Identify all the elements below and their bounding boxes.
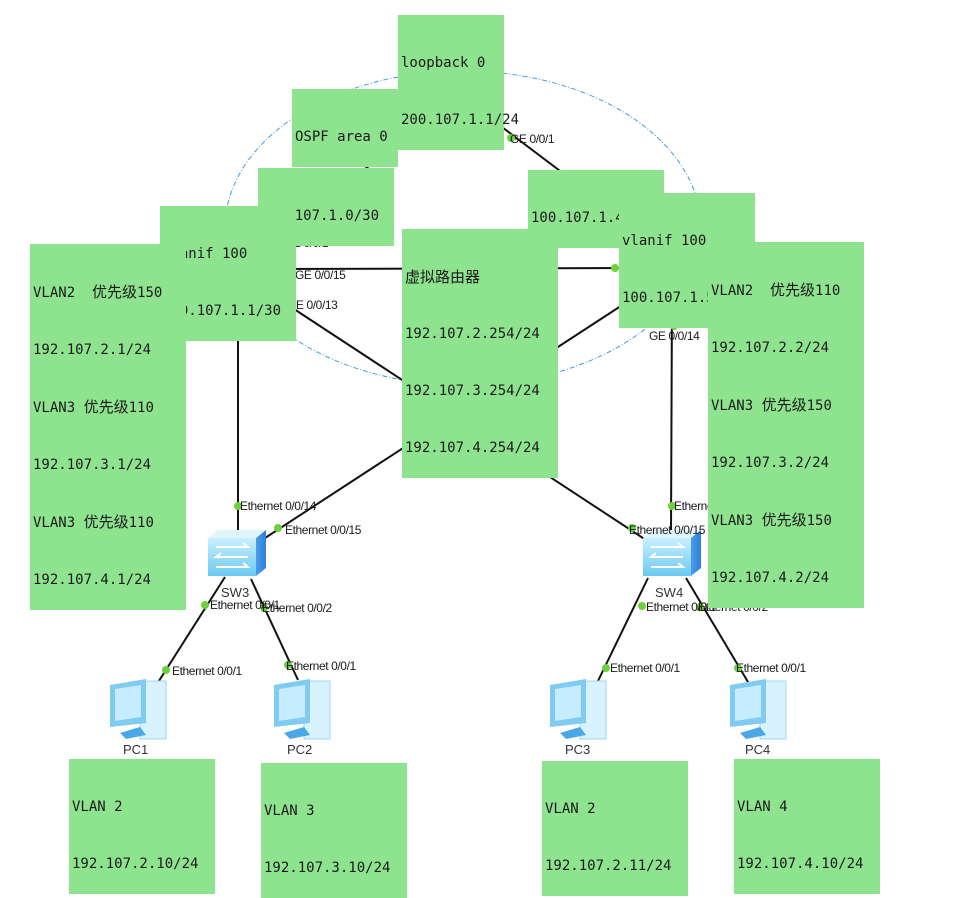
note-line: VLAN 2 [545, 801, 596, 817]
port-dot [284, 661, 292, 669]
note-pc4: VLAN 4 192.107.4.10/24 [734, 759, 880, 894]
vlan-ip: 192.107.2.2/24 [711, 340, 830, 356]
note-line: 100.107.1.1/30 [163, 303, 282, 319]
vlan-ip: 192.107.3.1/24 [33, 457, 152, 473]
vlan-ip: 192.107.4.1/24 [33, 572, 152, 588]
priority-label: 优先级 [83, 513, 129, 531]
vlan-id: VLAN3 [33, 400, 76, 416]
port-dot [201, 601, 209, 609]
note-sw2-vlans: VLAN2 优先级110 192.107.2.2/24 VLAN3 优先级150… [708, 242, 864, 608]
device-label-pc3: PC3 [565, 742, 591, 757]
vlan-id: VLAN3 [33, 515, 76, 531]
priority-value: 110 [128, 400, 154, 416]
port-dot [734, 664, 742, 672]
priority-label: 优先级 [770, 281, 816, 299]
pc-pc3[interactable] [550, 679, 607, 740]
note-pc2: VLAN 3 192.107.3.10/24 [261, 763, 407, 898]
vlan-id: VLAN2 [33, 285, 76, 301]
pc-pc4[interactable] [730, 679, 787, 740]
port-label-nat-ge1: GE 0/0/1 [510, 132, 555, 146]
note-line: loopback 0 [401, 55, 486, 71]
priority-label: 优先级 [761, 511, 807, 529]
note-line: OSPF area 0 [295, 129, 388, 145]
port-dot [162, 666, 170, 674]
note-loopback: loopback 0 200.107.1.1/24 [398, 15, 520, 150]
note-sw1-vlans: VLAN2 优先级150 192.107.2.1/24 VLAN3 优先级110… [30, 244, 186, 610]
device-label-pc4: PC4 [745, 742, 771, 757]
note-line: VLAN 3 [264, 803, 315, 819]
note-sw1-vlanif: vlanif 100 100.107.1.1/30 [160, 206, 296, 341]
port-label-sw3-e15: Ethernet 0/0/15 [285, 523, 362, 537]
device-label-pc2: PC2 [287, 742, 313, 757]
note-line: 192.107.3.10/24 [264, 860, 391, 876]
note-vrrp: 虚拟路由器 192.107.2.254/24 192.107.3.254/24 … [402, 229, 558, 478]
device-label-pc1: PC1 [123, 742, 149, 757]
priority-value: 150 [806, 398, 832, 414]
port-dot [638, 602, 646, 610]
note-line: 192.107.4.10/24 [737, 856, 864, 872]
vlan-id: VLAN2 [711, 283, 754, 299]
priority-label: 优先级 [761, 396, 807, 414]
switch-sw4[interactable] [643, 530, 701, 576]
device-label-sw3: SW3 [221, 585, 250, 600]
note-pc1: VLAN 2 192.107.2.10/24 [69, 759, 215, 894]
port-label-sw3-e14: Ethernet 0/0/14 [240, 499, 317, 513]
note-line: 虚拟路由器 [405, 268, 481, 286]
port-label-sw1-ge13: GE 0/0/13 [287, 298, 338, 312]
priority-value: 150 [137, 285, 163, 301]
port-label-pc2-e1: Ethernet 0/0/1 [286, 659, 356, 673]
port-dot [611, 264, 619, 272]
note-line: vlanif 100 [622, 233, 707, 249]
link-sw2-sw4[interactable] [670, 291, 673, 533]
note-line: 192.107.3.254/24 [405, 383, 540, 399]
note-line: 192.107.2.254/24 [405, 326, 540, 342]
port-dot [260, 604, 268, 612]
port-dot [507, 134, 515, 142]
priority-value: 150 [806, 513, 832, 529]
port-label-sw4-e15: Ethernet 0/0/15 [629, 523, 706, 537]
priority-label: 优先级 [92, 283, 138, 301]
note-pc3: VLAN 2 192.107.2.11/24 [542, 761, 688, 896]
vlan-id: VLAN3 [711, 513, 754, 529]
note-line: VLAN 4 [737, 799, 788, 815]
vlan-ip: 192.107.3.2/24 [711, 455, 830, 471]
port-dot [602, 664, 610, 672]
port-dot [274, 524, 282, 532]
port-label-sw3-e2: Ethernet 0/0/2 [262, 601, 332, 615]
device-label-sw4: SW4 [655, 585, 684, 600]
note-line: VLAN 2 [72, 799, 123, 815]
port-label-sw4-e1: Ethernet 0/0/1 [646, 600, 716, 614]
port-dot [234, 502, 242, 510]
note-line: 192.107.2.11/24 [545, 858, 672, 874]
port-dot [696, 603, 704, 611]
port-dot [628, 524, 636, 532]
pc-pc1[interactable] [110, 679, 167, 740]
priority-label: 优先级 [83, 398, 129, 416]
note-line: 192.107.2.10/24 [72, 856, 199, 872]
priority-value: 110 [815, 283, 841, 299]
port-label-sw1-ge15: GE 0/0/15 [295, 268, 346, 282]
port-label-pc3-e1: Ethernet 0/0/1 [610, 661, 680, 675]
port-label-sw3-e1: Ethernet 0/0/1 [210, 598, 280, 612]
switch-sw3[interactable] [208, 530, 266, 576]
note-ospf-area: OSPF area 0 [292, 89, 398, 167]
vlan-ip: 192.107.2.1/24 [33, 342, 152, 358]
port-dot [668, 502, 676, 510]
port-label-pc1-e1: Ethernet 0/0/1 [172, 664, 242, 678]
l2-switch-arrows-icon [213, 542, 251, 568]
port-label-pc4-e1: Ethernet 0/0/1 [736, 661, 806, 675]
vlan-id: VLAN3 [711, 398, 754, 414]
port-label-sw2-ge14: GE 0/0/14 [649, 329, 700, 343]
priority-value: 110 [128, 515, 154, 531]
l2-switch-arrows-icon [648, 542, 686, 568]
note-line: 200.107.1.1/24 [401, 112, 520, 128]
pc-pc2[interactable] [274, 679, 331, 740]
vlan-ip: 192.107.4.2/24 [711, 570, 830, 586]
note-line: 192.107.4.254/24 [405, 440, 540, 456]
